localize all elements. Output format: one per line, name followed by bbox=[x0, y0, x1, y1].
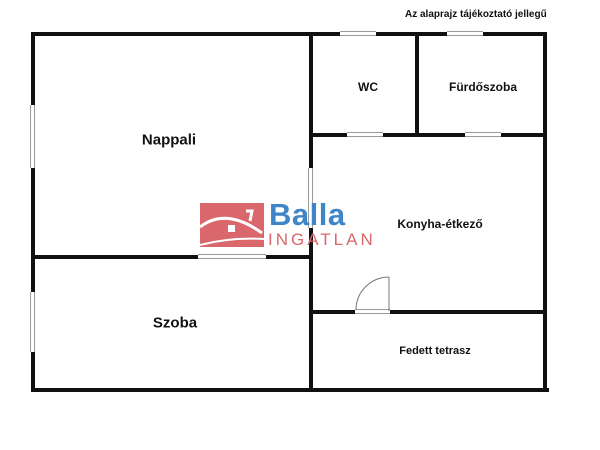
logo-wordmark: Balla bbox=[269, 197, 346, 232]
logo-subtitle: INGATLAN bbox=[268, 230, 376, 249]
wall-outer-right bbox=[543, 32, 547, 392]
house-roof-icon bbox=[200, 203, 264, 247]
wall-nappali-szoba bbox=[31, 255, 313, 259]
window-wc-top bbox=[340, 31, 376, 36]
wall-outer-left bbox=[31, 32, 35, 392]
room-label-terasz: Fedett tetrasz bbox=[399, 345, 471, 357]
wall-outer-top bbox=[31, 32, 547, 36]
door-swing-icon bbox=[355, 276, 390, 311]
window-furdo-bottom bbox=[465, 132, 501, 137]
wall-bath-konyha bbox=[309, 133, 547, 137]
window-nappali-left bbox=[30, 105, 35, 168]
door-opening bbox=[355, 309, 390, 314]
window-furdo-top bbox=[447, 31, 483, 36]
room-label-nappali: Nappali bbox=[141, 131, 197, 149]
room-label-furdoszoba: Fürdőszoba bbox=[449, 80, 517, 94]
window-nappali-konyha bbox=[308, 168, 313, 228]
wall-konyha-terasz bbox=[309, 310, 547, 314]
balla-ingatlan-logo: Balla INGATLAN bbox=[200, 197, 410, 249]
wall-wc-furdo bbox=[415, 32, 419, 136]
window-szoba-left bbox=[30, 292, 35, 352]
disclaimer-note: Az alaprajz tájékoztató jellegű bbox=[405, 9, 547, 20]
window-nappali-szoba bbox=[198, 254, 266, 259]
wall-outer-bottom bbox=[31, 388, 549, 392]
room-label-konyha: Konyha-étkező bbox=[397, 217, 483, 231]
window-wc-bottom bbox=[347, 132, 383, 137]
room-label-szoba: Szoba bbox=[152, 314, 198, 332]
room-label-wc: WC bbox=[358, 80, 378, 94]
